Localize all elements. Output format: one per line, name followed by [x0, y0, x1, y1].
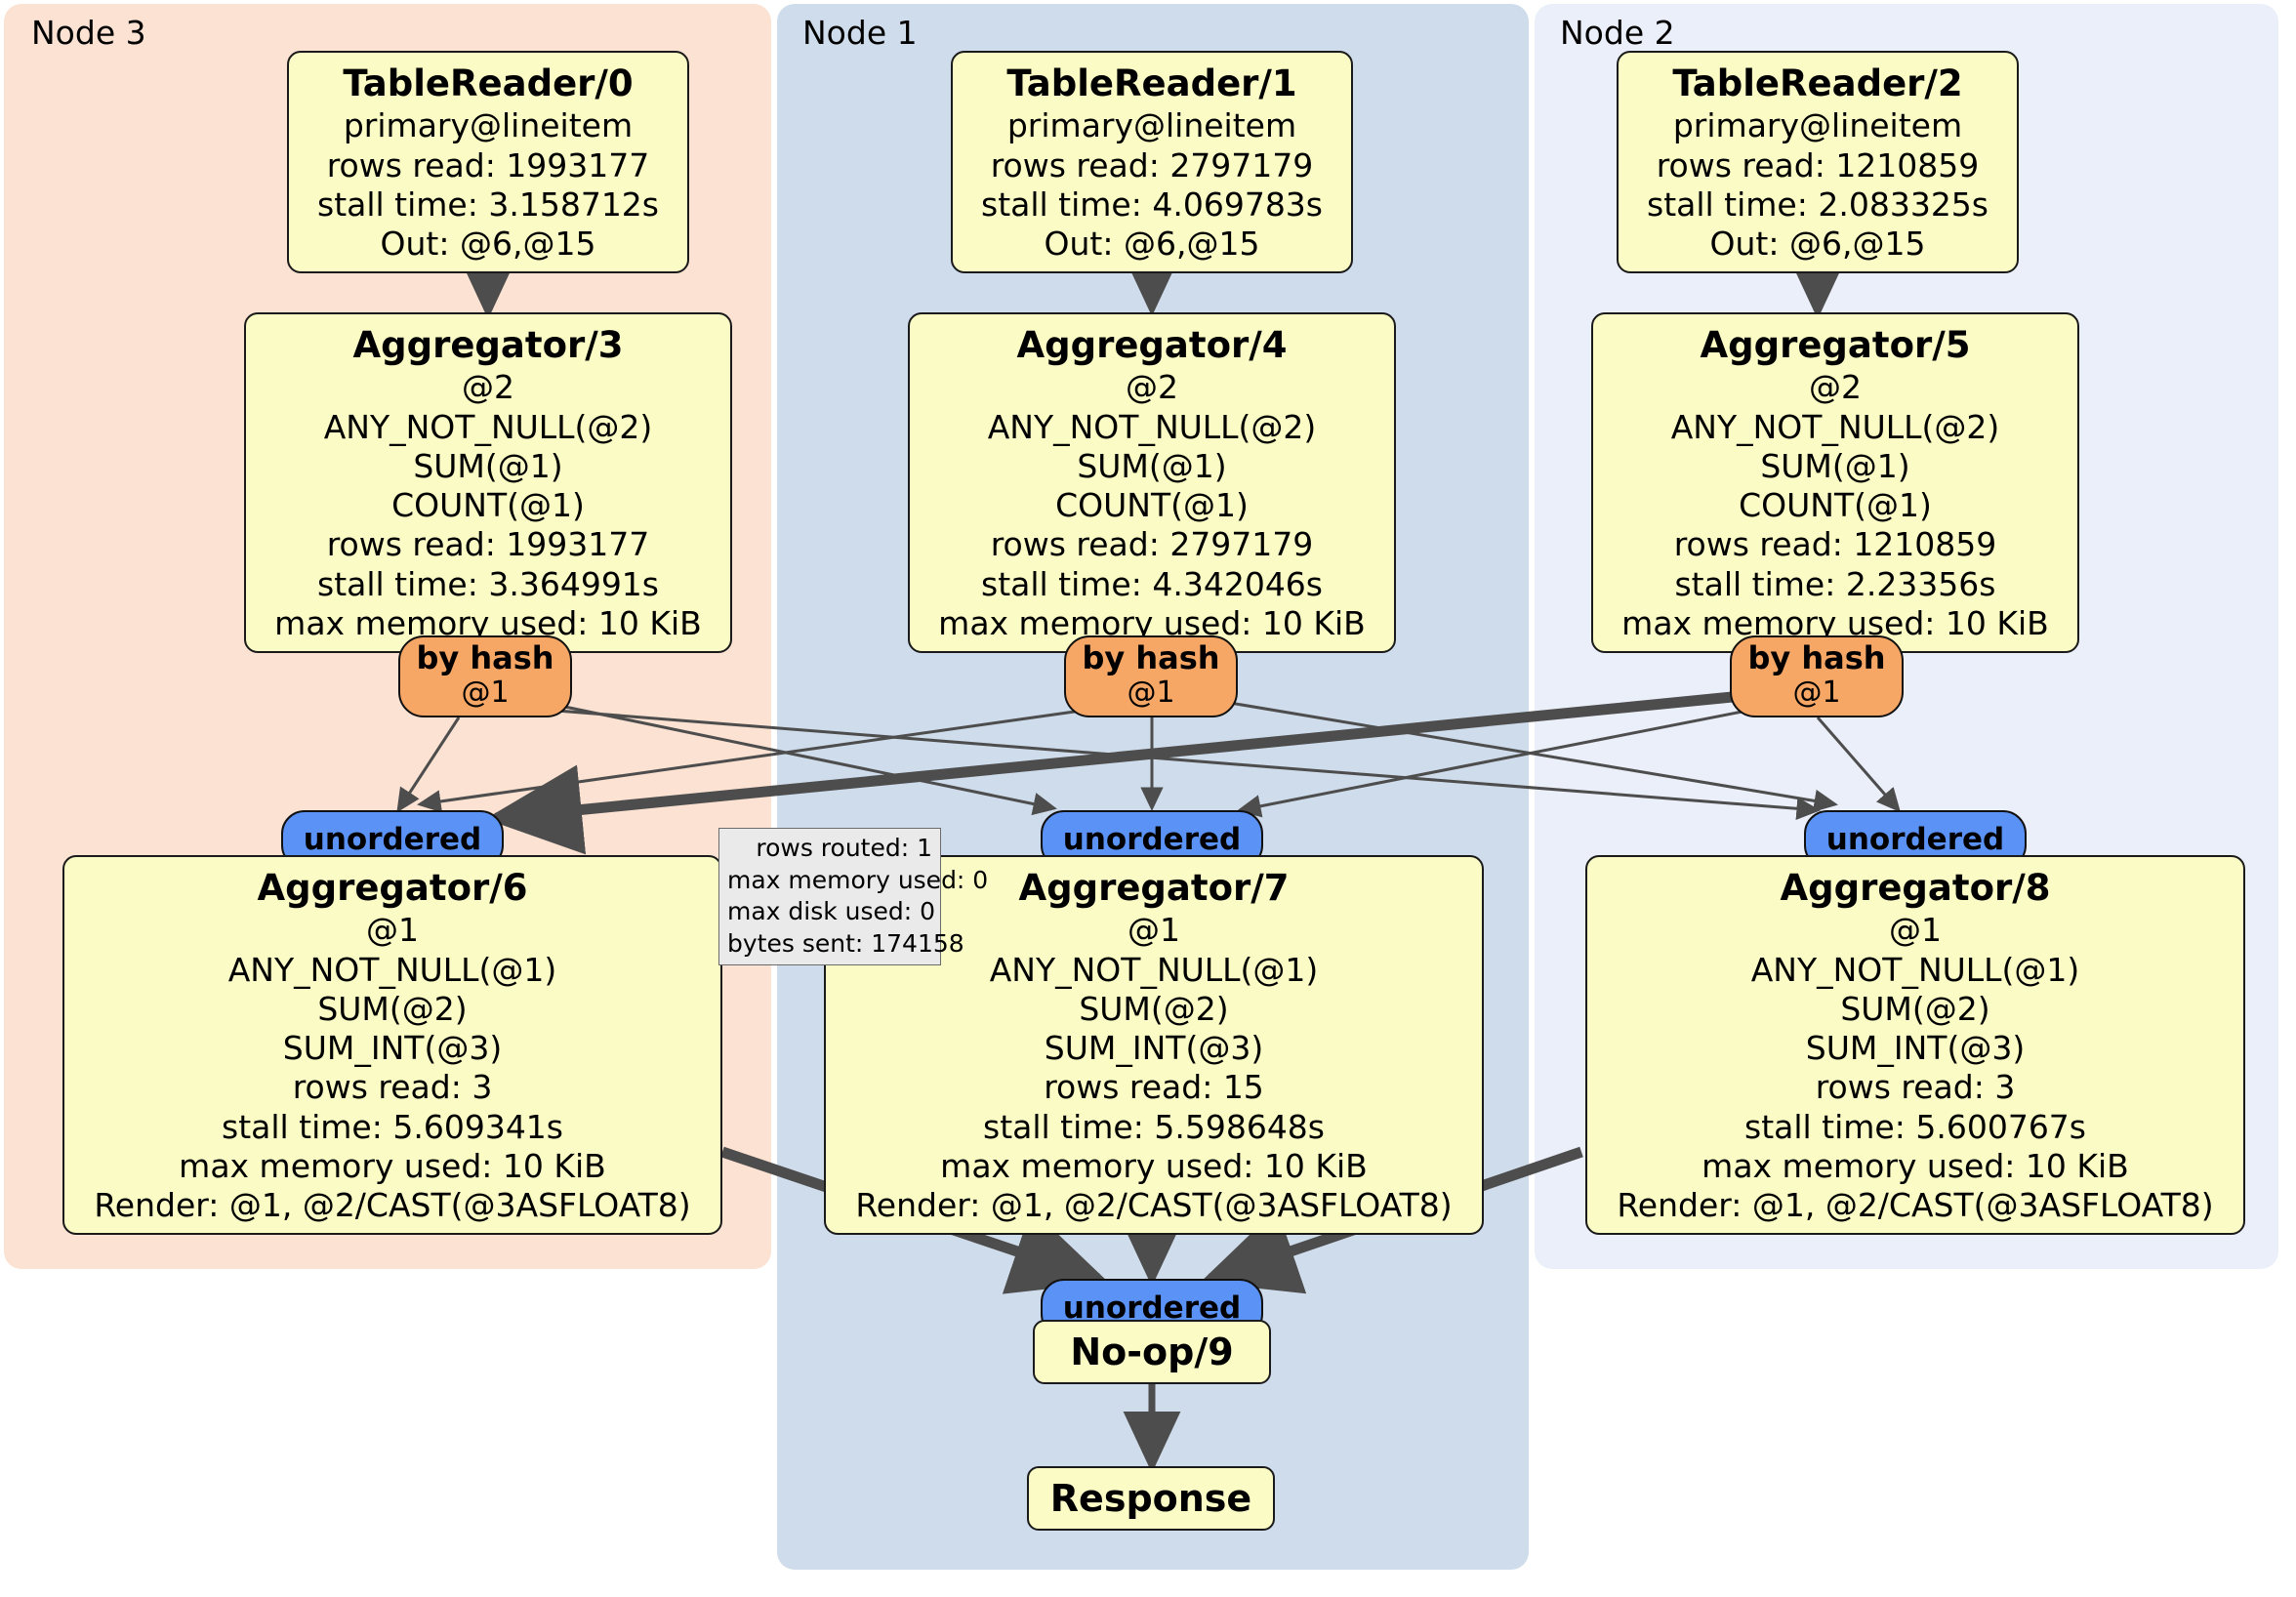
processor-title: Aggregator/5	[1700, 324, 1971, 366]
processor-line: SUM(@1)	[1760, 446, 1910, 485]
processor-line: SUM(@2)	[1079, 989, 1229, 1028]
processor-line: @2	[1126, 368, 1178, 407]
router-subtitle: @1	[1127, 675, 1175, 710]
processor-title: Aggregator/6	[257, 867, 528, 909]
processor-line: rows read: 3	[1815, 1068, 2016, 1107]
processor-line: ANY_NOT_NULL(@2)	[323, 407, 653, 446]
processor-line: SUM(@2)	[1840, 989, 1990, 1028]
processor-title: TableReader/0	[343, 62, 634, 104]
processor-line: rows read: 2797179	[990, 145, 1314, 184]
processor-tablereader-1[interactable]: TableReader/1 primary@lineitem rows read…	[951, 51, 1353, 274]
processor-response[interactable]: Response	[1027, 1466, 1275, 1531]
processor-title: Aggregator/7	[1018, 867, 1290, 909]
processor-aggregator-4[interactable]: Aggregator/4 @2 ANY_NOT_NULL(@2) SUM(@1)…	[908, 312, 1396, 654]
processor-line: stall time: 5.598648s	[983, 1107, 1325, 1146]
processor-line: stall time: 4.069783s	[981, 184, 1323, 224]
processor-line: primary@lineitem	[1006, 106, 1297, 145]
router-by-hash-node-1[interactable]: by hash @1	[1064, 635, 1238, 717]
processor-title: TableReader/2	[1672, 62, 1963, 104]
processor-line: @1	[1128, 911, 1180, 950]
processor-line: SUM_INT(@3)	[282, 1029, 503, 1068]
processor-line: rows read: 3	[292, 1068, 493, 1107]
router-by-hash-node-2[interactable]: by hash @1	[1730, 635, 1904, 717]
processor-line: @1	[1889, 911, 1942, 950]
processor-line: stall time: 2.23356s	[1674, 564, 1996, 603]
stat-line: bytes sent: 174158	[727, 928, 964, 958]
processor-line: COUNT(@1)	[1739, 486, 1932, 525]
processor-line: @1	[366, 911, 419, 950]
processor-no-op-9[interactable]: No-op/9	[1033, 1320, 1271, 1384]
processor-line: ANY_NOT_NULL(@2)	[1670, 407, 2000, 446]
processor-aggregator-8[interactable]: Aggregator/8 @1 ANY_NOT_NULL(@1) SUM(@2)…	[1585, 855, 2245, 1236]
processor-tablereader-2[interactable]: TableReader/2 primary@lineitem rows read…	[1617, 51, 2019, 274]
processor-line: stall time: 5.600767s	[1744, 1107, 2086, 1146]
processor-line: SUM(@1)	[1077, 446, 1227, 485]
processor-line: @2	[462, 368, 514, 407]
processor-line: primary@lineitem	[1672, 106, 1963, 145]
processor-aggregator-3[interactable]: Aggregator/3 @2 ANY_NOT_NULL(@2) SUM(@1)…	[244, 312, 732, 654]
processor-line: COUNT(@1)	[1055, 486, 1249, 525]
processor-line: Render: @1, @2/CAST(@3ASFLOAT8)	[855, 1186, 1453, 1225]
processor-line: Out: @6,@15	[1044, 225, 1260, 264]
processor-line: Render: @1, @2/CAST(@3ASFLOAT8)	[1617, 1186, 2214, 1225]
router-title: by hash	[1082, 639, 1220, 676]
processor-line: ANY_NOT_NULL(@1)	[989, 950, 1319, 989]
processor-line: stall time: 4.342046s	[981, 564, 1323, 603]
cluster-label-node-2: Node 2	[1560, 14, 1675, 52]
router-by-hash-node-3[interactable]: by hash @1	[398, 635, 572, 717]
processor-line: SUM_INT(@3)	[1044, 1029, 1264, 1068]
processor-line: primary@lineitem	[343, 106, 634, 145]
processor-line: stall time: 3.364991s	[317, 564, 659, 603]
processor-line: stall time: 3.158712s	[317, 184, 659, 224]
processor-line: rows read: 1210859	[1673, 525, 1997, 564]
processor-line: Out: @6,@15	[1709, 225, 1926, 264]
processor-line: Render: @1, @2/CAST(@3ASFLOAT8)	[94, 1186, 691, 1225]
cluster-label-node-1: Node 1	[802, 14, 918, 52]
processor-line: stall time: 2.083325s	[1647, 184, 1988, 224]
processor-line: max memory used: 10 KiB	[1702, 1146, 2129, 1185]
processor-line: rows read: 1210859	[1656, 145, 1980, 184]
stat-line: rows routed: 1	[756, 834, 932, 862]
stat-line: max memory used: 0	[727, 865, 989, 894]
processor-title: TableReader/1	[1006, 62, 1297, 104]
processor-tablereader-0[interactable]: TableReader/0 primary@lineitem rows read…	[287, 51, 689, 274]
processor-line: SUM(@1)	[413, 446, 563, 485]
router-subtitle: @1	[1792, 675, 1841, 710]
processor-line: max memory used: 10 KiB	[179, 1146, 606, 1185]
processor-line: ANY_NOT_NULL(@2)	[987, 407, 1317, 446]
processor-title: Aggregator/8	[1780, 867, 2051, 909]
router-title: by hash	[1747, 639, 1886, 676]
processor-line: ANY_NOT_NULL(@1)	[227, 950, 557, 989]
processor-line: @2	[1809, 368, 1862, 407]
processor-line: rows read: 1993177	[326, 145, 650, 184]
processor-title: Aggregator/3	[352, 324, 624, 366]
router-stats-tooltip: rows routed: 1 max memory used: 0 max di…	[718, 828, 989, 965]
processor-title: Aggregator/4	[1016, 324, 1288, 366]
processor-line: Out: @6,@15	[380, 225, 596, 264]
processor-line: SUM(@2)	[317, 989, 468, 1028]
processor-line: stall time: 5.609341s	[222, 1107, 563, 1146]
cluster-label-node-3: Node 3	[31, 14, 146, 52]
processor-line: rows read: 15	[1044, 1068, 1264, 1107]
router-subtitle: @1	[461, 675, 510, 710]
processor-aggregator-6[interactable]: Aggregator/6 @1 ANY_NOT_NULL(@1) SUM(@2)…	[62, 855, 722, 1236]
router-title: by hash	[416, 639, 554, 676]
stat-line: max disk used: 0	[727, 897, 936, 925]
processor-line: max memory used: 10 KiB	[940, 1146, 1368, 1185]
processor-line: rows read: 2797179	[990, 525, 1314, 564]
processor-line: rows read: 1993177	[326, 525, 650, 564]
processor-aggregator-5[interactable]: Aggregator/5 @2 ANY_NOT_NULL(@2) SUM(@1)…	[1591, 312, 2079, 654]
processor-line: SUM_INT(@3)	[1805, 1029, 2026, 1068]
processor-line: COUNT(@1)	[391, 486, 585, 525]
processor-line: ANY_NOT_NULL(@1)	[1750, 950, 2080, 989]
